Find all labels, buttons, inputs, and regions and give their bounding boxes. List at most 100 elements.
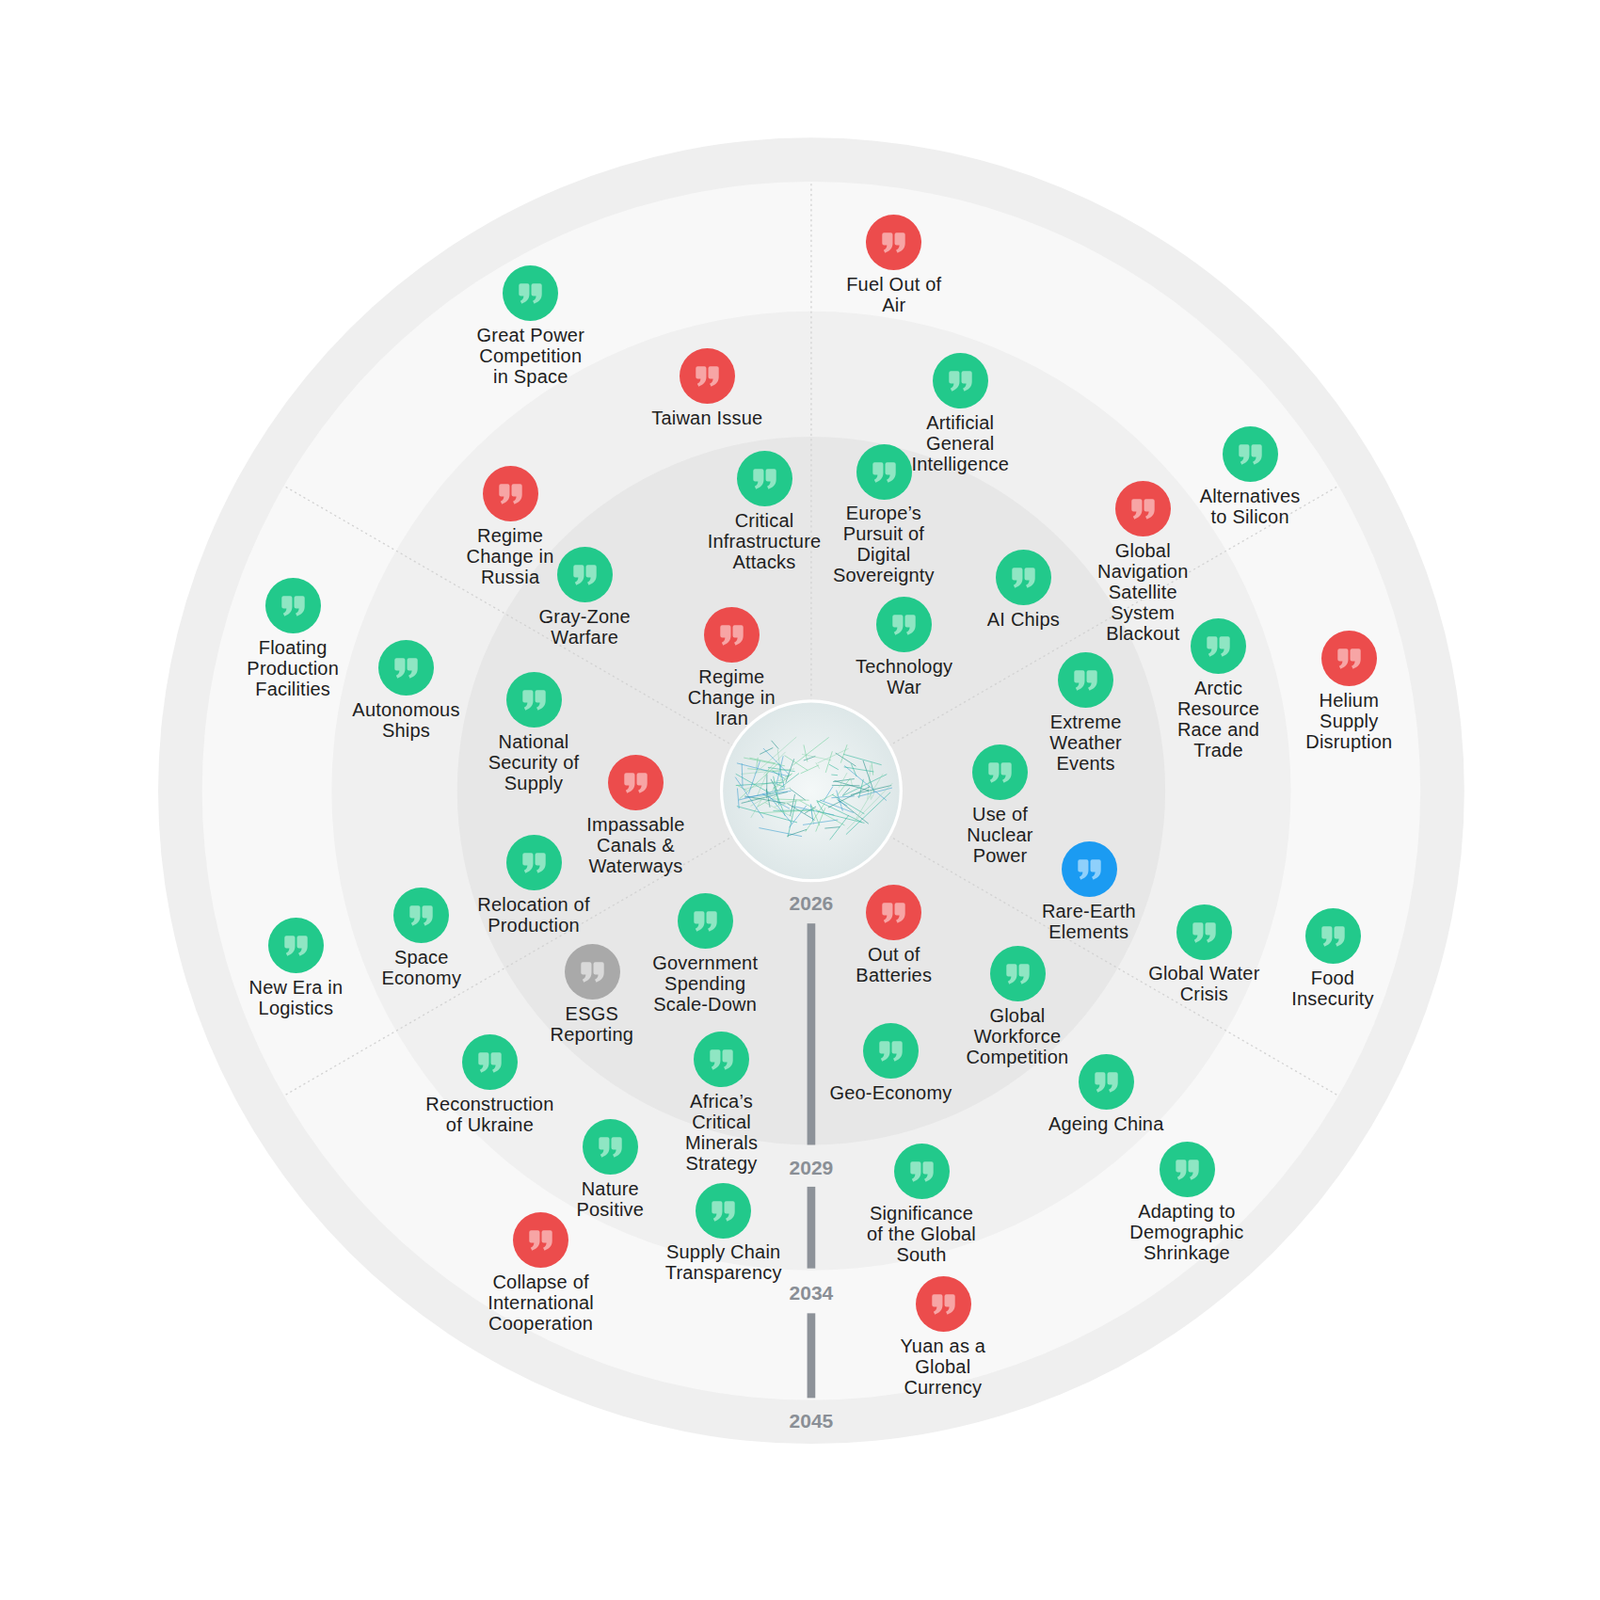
icon-disc	[506, 834, 562, 891]
quote-mark	[1131, 498, 1142, 519]
trend-node: Nature Positive	[575, 1119, 646, 1220]
globe-stroke	[741, 763, 744, 787]
trend-icon	[894, 1143, 950, 1200]
globe-stroke	[772, 770, 785, 780]
quote-mark	[708, 366, 720, 386]
trend-label: Rare-Earth Elements	[1040, 900, 1137, 943]
quote-mark	[960, 370, 972, 391]
quote-mark	[1094, 1072, 1105, 1092]
quote-mark	[395, 657, 406, 678]
quote-mark	[293, 595, 304, 616]
trend-label: Nature Positive	[575, 1178, 646, 1220]
trend-icon	[512, 1212, 569, 1268]
icon-disc	[462, 1034, 518, 1090]
globe-stroke	[825, 751, 832, 773]
trend-node: Regime Change in Russia	[464, 465, 556, 588]
year-label: 2029	[789, 1156, 834, 1180]
trend-icon	[462, 1034, 518, 1090]
trend-node: Adapting to Demographic Shrinkage	[1128, 1141, 1245, 1264]
globe-stroke	[763, 748, 790, 776]
globe-stroke	[816, 794, 834, 803]
trend-node: Autonomous Ships	[351, 640, 462, 741]
quote-mark	[573, 564, 584, 585]
trend-label: Autonomous Ships	[351, 699, 462, 741]
quote-mark	[624, 773, 635, 794]
trend-node: Global Workforce Competition	[964, 945, 1070, 1068]
quote-mark	[1018, 963, 1029, 984]
trend-icon	[995, 549, 1052, 606]
icon-disc	[564, 944, 621, 1000]
trend-icon	[856, 444, 912, 500]
globe-stroke	[790, 794, 796, 816]
quote-mark	[422, 906, 433, 927]
icon-disc	[695, 1183, 752, 1239]
globe-stroke	[785, 758, 795, 783]
trend-label: Arctic Resource Race and Trade	[1176, 677, 1262, 761]
trend-label: Relocation of Production	[477, 894, 592, 936]
globe-stroke	[859, 779, 864, 799]
trend-icon	[1305, 908, 1361, 964]
quote-mark	[511, 484, 522, 505]
quote-mark	[297, 935, 308, 956]
icon-disc	[865, 214, 922, 271]
trend-icon	[990, 945, 1046, 1002]
quote-mark	[1219, 636, 1231, 656]
globe-stroke	[789, 788, 806, 800]
trend-icon	[1061, 841, 1118, 897]
trend-icon	[865, 884, 922, 941]
globe-stroke	[736, 784, 748, 791]
outer-ring	[202, 181, 1422, 1401]
quote-mark	[1106, 1072, 1118, 1092]
icon-disc	[1176, 904, 1232, 960]
icon-disc	[1115, 480, 1171, 537]
trend-node: Extreme Weather Events	[1048, 652, 1124, 774]
quote-mark	[722, 1049, 734, 1070]
center-globe	[721, 701, 902, 881]
globe-stroke	[819, 800, 854, 813]
globe-stroke	[840, 744, 848, 764]
trend-icon	[1159, 1141, 1216, 1198]
trend-label: Technology War	[854, 656, 955, 698]
trend-icon	[1176, 904, 1232, 960]
trend-label: New Era in Logistics	[247, 976, 344, 1019]
quote-mark	[1074, 670, 1086, 690]
quote-mark	[585, 564, 596, 585]
trend-icon	[608, 754, 664, 811]
trend-icon	[865, 214, 922, 271]
trend-icon	[564, 944, 621, 1000]
trend-node: National Security of Supply	[487, 672, 581, 794]
trend-node: Great Power Competition in Space	[475, 265, 586, 387]
quote-mark	[1321, 926, 1332, 946]
globe-stroke	[842, 774, 887, 797]
quote-mark	[637, 773, 648, 794]
icon-disc	[393, 887, 449, 944]
trend-node: Out of Batteries	[854, 884, 933, 986]
quote-mark	[895, 232, 906, 253]
quote-mark	[693, 911, 704, 931]
trend-node: Floating Production Facilities	[245, 577, 340, 700]
quote-mark	[1350, 648, 1361, 669]
trend-node: Food Insecurity	[1290, 908, 1376, 1009]
trend-label: Regime Change in Russia	[464, 525, 556, 588]
quote-mark	[1077, 860, 1088, 880]
icon-disc	[736, 450, 793, 507]
year-label: 2026	[789, 892, 834, 915]
icon-disc	[1057, 652, 1114, 708]
quote-mark	[695, 366, 706, 386]
globe-stroke	[810, 803, 813, 821]
trend-label: Fuel Out of Air	[845, 273, 943, 316]
icon-disc	[265, 577, 321, 634]
trend-node: Artificial General Intelligence	[910, 352, 1010, 475]
icon-disc	[995, 549, 1052, 606]
icon-disc	[972, 744, 1028, 800]
trend-node: Space Economy	[380, 887, 464, 989]
globe-stroke	[784, 755, 809, 771]
icon-disc	[506, 672, 562, 728]
trend-icon	[1222, 426, 1279, 482]
trend-node: Technology War	[854, 596, 955, 698]
trend-node: Use of Nuclear Power	[965, 744, 1035, 866]
globe-stroke	[803, 744, 808, 762]
globe-stroke	[744, 790, 791, 798]
globe-stroke	[805, 803, 825, 832]
icon-disc	[856, 444, 912, 500]
